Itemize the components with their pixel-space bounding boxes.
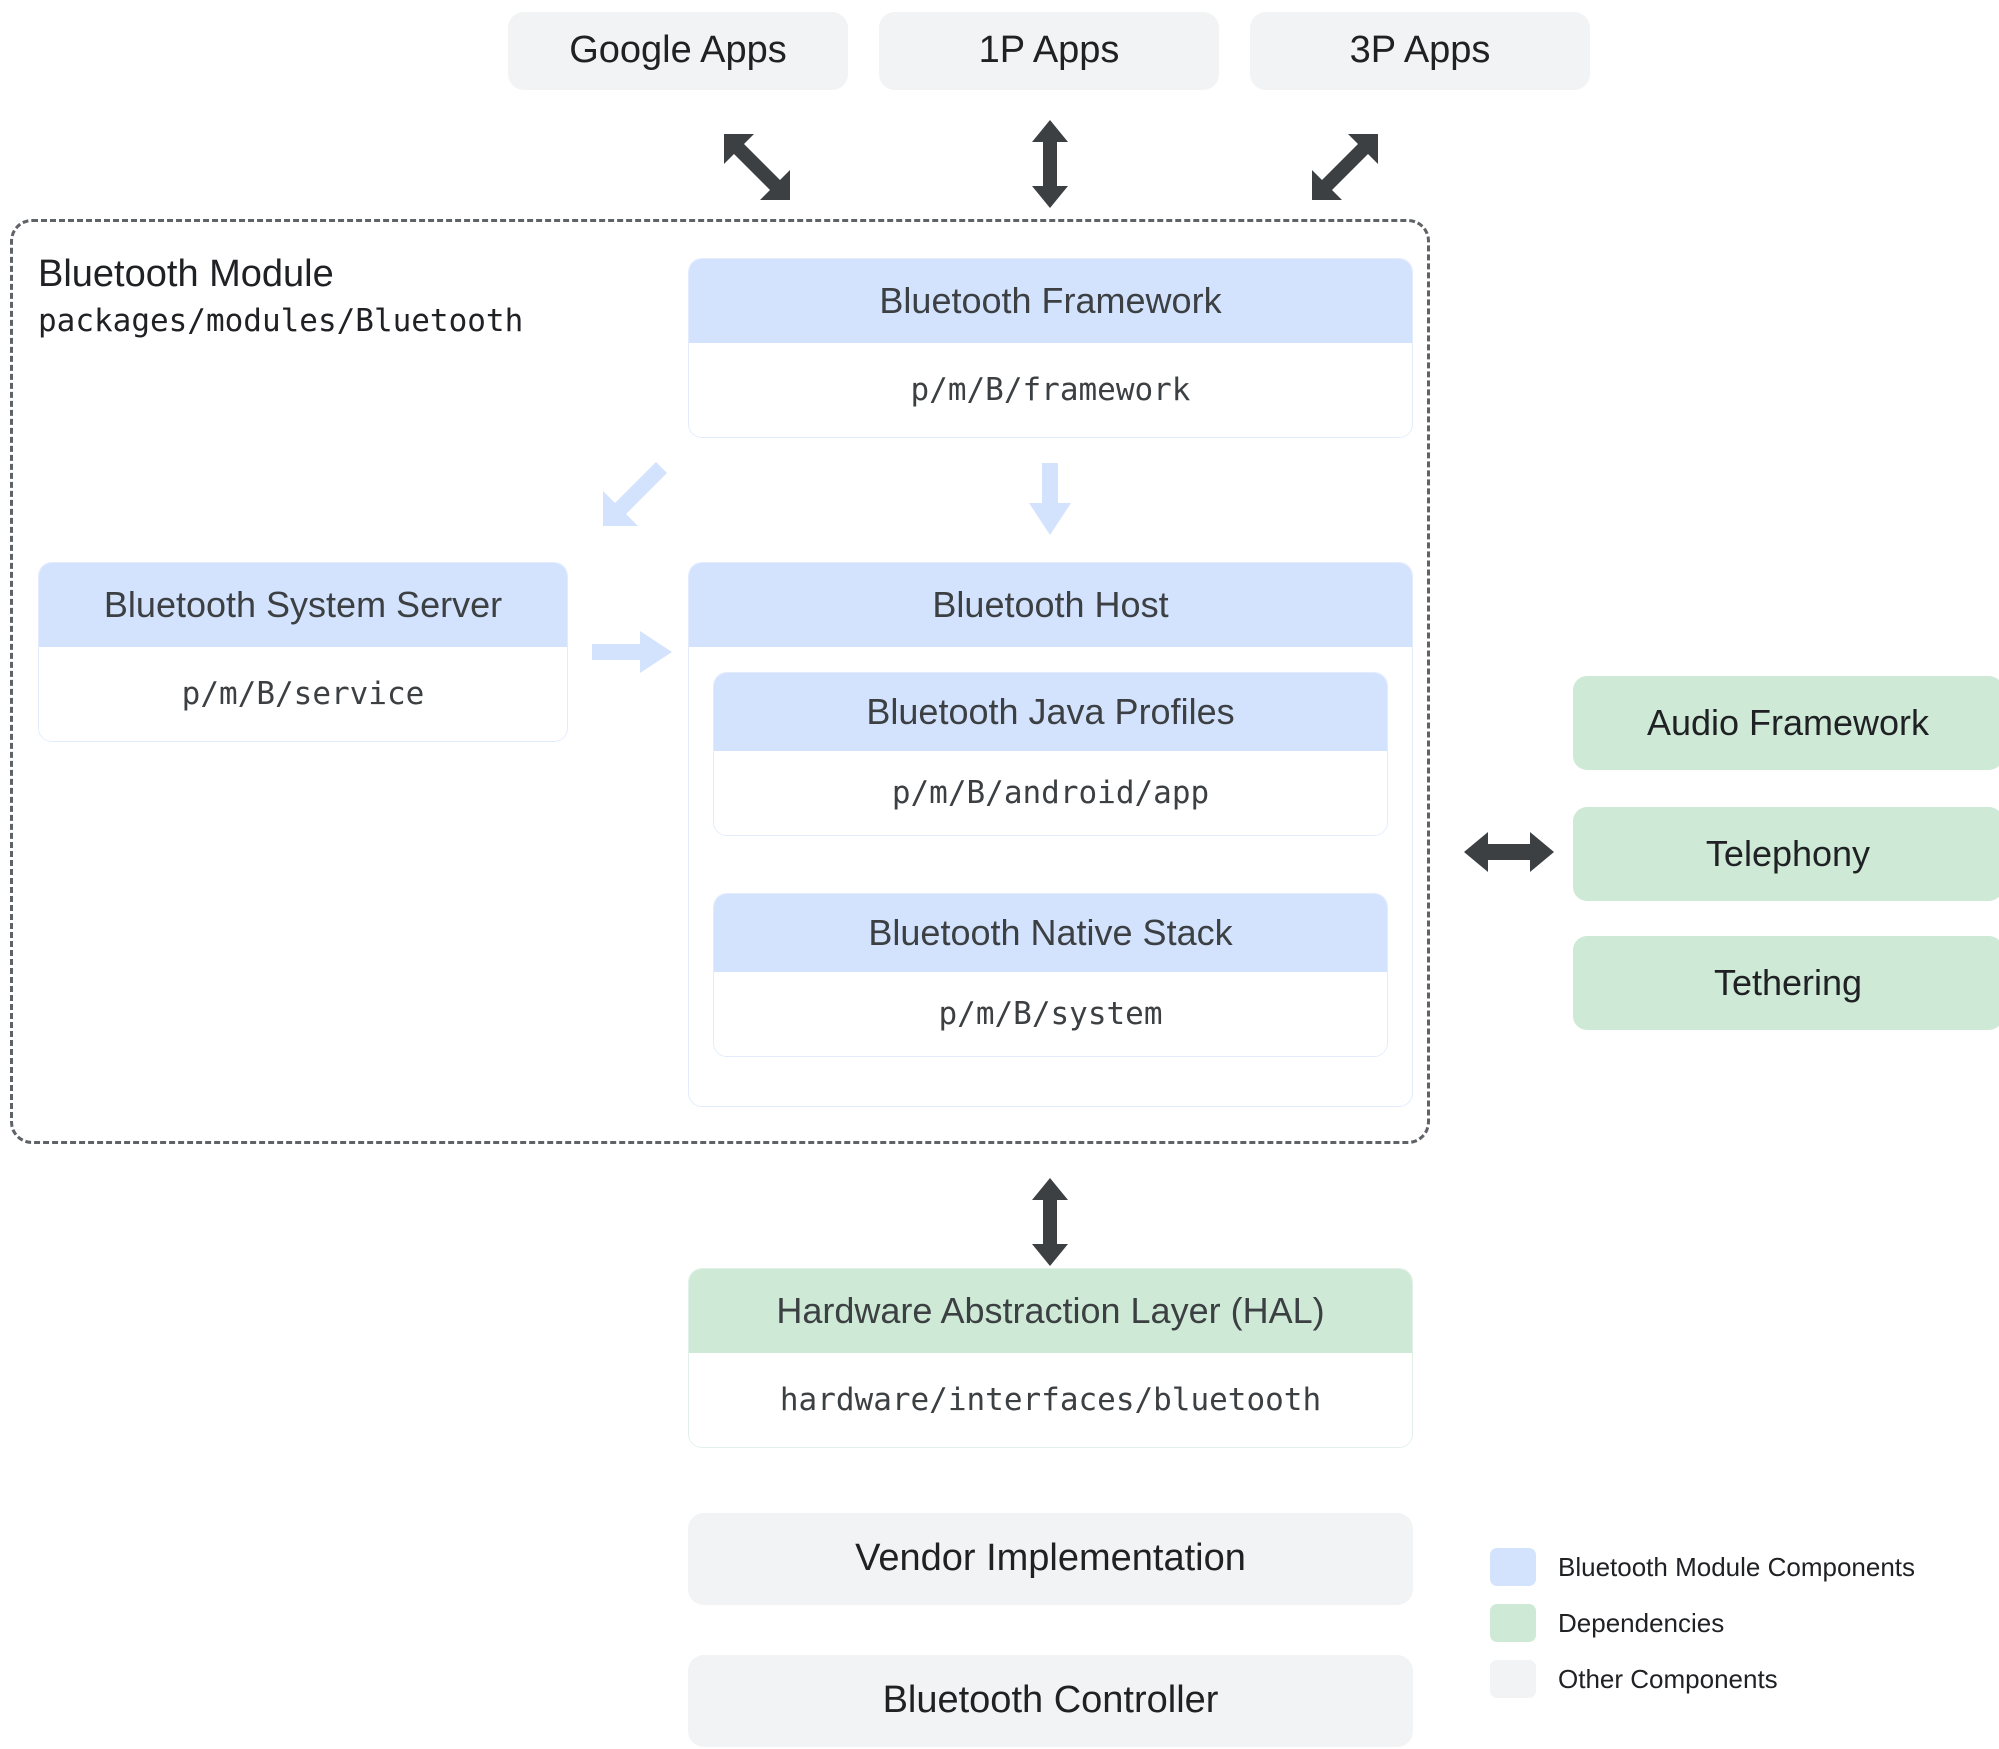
dependency-label: Audio Framework <box>1646 702 1930 744</box>
bluetooth-java-profiles-title: Bluetooth Java Profiles <box>714 673 1387 751</box>
bluetooth-host-title: Bluetooth Host <box>689 563 1412 647</box>
app-box-label: Google Apps <box>569 29 787 72</box>
module-path: packages/modules/Bluetooth <box>38 303 524 339</box>
bluetooth-java-profiles-path: p/m/B/android/app <box>714 751 1387 835</box>
hal-card[interactable]: Hardware Abstraction Layer (HAL) hardwar… <box>688 1268 1413 1448</box>
arrow-google-apps-to-framework <box>718 128 796 206</box>
bluetooth-system-server-card[interactable]: Bluetooth System Server p/m/B/service <box>38 562 568 742</box>
bluetooth-native-stack-title: Bluetooth Native Stack <box>714 894 1387 972</box>
vendor-implementation-box[interactable]: Vendor Implementation <box>688 1513 1413 1605</box>
legend-label: Bluetooth Module Components <box>1558 1551 1916 1582</box>
legend-swatch-blue <box>1490 1548 1536 1586</box>
legend-swatch-grey <box>1490 1660 1536 1698</box>
bluetooth-controller-box[interactable]: Bluetooth Controller <box>688 1655 1413 1747</box>
app-box-label: 1P Apps <box>978 29 1120 72</box>
bluetooth-system-server-path: p/m/B/service <box>39 647 567 741</box>
dependency-label: Telephony <box>1705 833 1871 875</box>
bluetooth-native-stack-card[interactable]: Bluetooth Native Stack p/m/B/system <box>713 893 1388 1057</box>
bluetooth-module-container <box>10 219 1430 1144</box>
module-title: Bluetooth Module <box>38 253 334 295</box>
legend-item-module-components: Bluetooth Module Components <box>1490 1548 1915 1586</box>
legend-item-dependencies: Dependencies <box>1490 1604 1724 1642</box>
arrow-host-to-dependencies <box>1464 830 1554 874</box>
arrow-3p-apps-to-framework <box>1306 128 1384 206</box>
arrow-system-server-to-host <box>592 631 672 673</box>
legend: Bluetooth Module Components Dependencies… <box>1490 1548 1990 1728</box>
arrow-1p-apps-to-framework <box>1030 120 1070 208</box>
bluetooth-controller-label: Bluetooth Controller <box>882 1679 1219 1722</box>
app-box-label: 3P Apps <box>1349 29 1491 72</box>
dependency-box-audio-framework[interactable]: Audio Framework <box>1573 676 1999 770</box>
arrow-framework-to-host <box>1029 463 1071 535</box>
arrow-framework-to-system-server <box>597 462 667 532</box>
hal-title: Hardware Abstraction Layer (HAL) <box>689 1269 1412 1353</box>
legend-swatch-green <box>1490 1604 1536 1642</box>
bluetooth-framework-title: Bluetooth Framework <box>689 259 1412 343</box>
dependency-label: Tethering <box>1713 962 1863 1004</box>
dependency-box-tethering[interactable]: Tethering <box>1573 936 1999 1030</box>
vendor-implementation-label: Vendor Implementation <box>855 1537 1246 1580</box>
legend-label: Other Components <box>1558 1663 1778 1694</box>
arrow-module-to-hal <box>1030 1178 1070 1266</box>
dependency-box-telephony[interactable]: Telephony <box>1573 807 1999 901</box>
hal-path: hardware/interfaces/bluetooth <box>689 1353 1412 1447</box>
bluetooth-framework-card[interactable]: Bluetooth Framework p/m/B/framework <box>688 258 1413 438</box>
legend-label: Dependencies <box>1558 1607 1725 1638</box>
bluetooth-java-profiles-card[interactable]: Bluetooth Java Profiles p/m/B/android/ap… <box>713 672 1388 836</box>
bluetooth-native-stack-path: p/m/B/system <box>714 972 1387 1056</box>
app-box-google-apps[interactable]: Google Apps <box>508 12 848 90</box>
legend-item-other-components: Other Components <box>1490 1660 1778 1698</box>
bluetooth-framework-path: p/m/B/framework <box>689 343 1412 437</box>
app-box-3p-apps[interactable]: 3P Apps <box>1250 12 1590 90</box>
app-box-1p-apps[interactable]: 1P Apps <box>879 12 1219 90</box>
bluetooth-system-server-title: Bluetooth System Server <box>39 563 567 647</box>
